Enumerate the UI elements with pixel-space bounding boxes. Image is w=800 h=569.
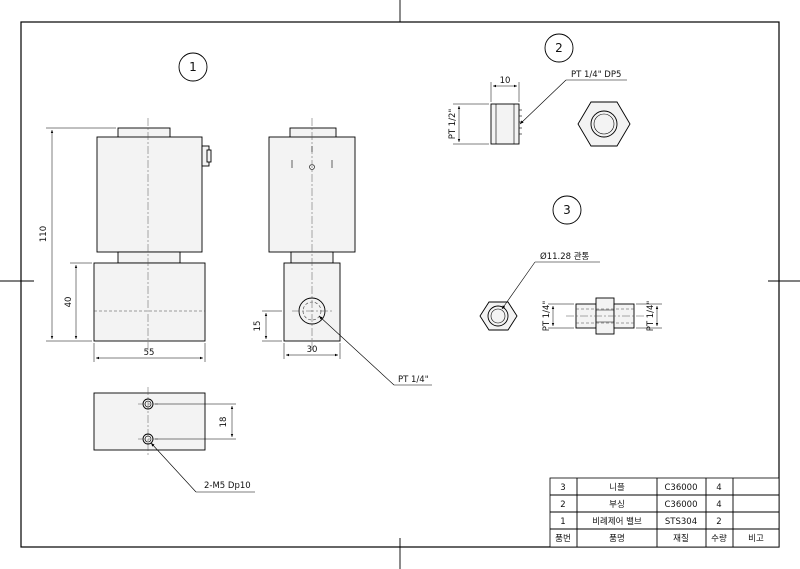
dim-width-body: 55 xyxy=(144,348,155,358)
balloon-3-label: 3 xyxy=(563,203,571,217)
dim-base-spacing: 18 xyxy=(219,417,229,428)
cell-part-name: 니플 xyxy=(609,482,625,493)
valve-base-view: 18 2-M5 Dp10 xyxy=(93,387,255,493)
cell-material: C36000 xyxy=(665,483,698,493)
dim-side-width: 30 xyxy=(307,345,318,355)
dim-height-total: 110 xyxy=(39,226,49,242)
balloon-2-label: 2 xyxy=(555,41,563,55)
cell-part-no: 1 xyxy=(560,517,565,527)
table-row: 1 비례제어 밸브 STS304 2 xyxy=(560,516,721,527)
dim-nipple-length: 10 xyxy=(500,76,511,86)
balloon-1-label: 1 xyxy=(189,60,197,74)
callout-pipe-dia: Ø11.28 관통 xyxy=(540,251,590,262)
table-row: 3 니플 C36000 4 xyxy=(560,482,721,493)
cell-part-name: 부싱 xyxy=(609,499,625,510)
cell-material: STS304 xyxy=(665,517,697,527)
dim-port-height: 15 xyxy=(253,321,263,332)
parts-list-table: 3 니플 C36000 4 2 부싱 C36000 4 1 비례제어 밸브 ST… xyxy=(549,477,780,548)
callout-port-thread: PT 1/4" xyxy=(398,375,429,385)
dim-pipe-right-thread: PT 1/4" xyxy=(646,301,656,332)
nipple-view: 2 10 PT 1/2" PT 1/4" DP5 xyxy=(448,33,631,147)
cell-material: C36000 xyxy=(665,500,698,510)
header-remarks: 비고 xyxy=(748,534,764,544)
callout-nipple-depth: PT 1/4" DP5 xyxy=(571,70,621,80)
header-quantity: 수량 xyxy=(711,533,727,544)
dim-pipe-left-thread: PT 1/4" xyxy=(542,301,552,332)
table-header-row: 품번 품명 재질 수량 비고 xyxy=(555,533,764,544)
cell-part-no: 3 xyxy=(560,483,565,493)
cell-quantity: 2 xyxy=(716,517,721,527)
cell-part-name: 비례제어 밸브 xyxy=(592,516,642,527)
header-material: 재질 xyxy=(673,533,689,544)
valve-side-view: 15 30 PT 1/4" xyxy=(253,118,432,386)
table-row: 2 부싱 C36000 4 xyxy=(560,499,721,510)
cell-quantity: 4 xyxy=(716,500,721,510)
header-part-name: 품명 xyxy=(609,533,625,544)
dim-height-body: 40 xyxy=(64,297,74,308)
dim-nipple-thread: PT 1/2" xyxy=(448,109,458,140)
cell-quantity: 4 xyxy=(716,483,721,493)
cell-part-no: 2 xyxy=(560,500,565,510)
bushing-view: 3 Ø11.28 관통 PT 1/4" PT 1/4" xyxy=(479,195,662,335)
header-part-no: 품번 xyxy=(555,534,571,544)
valve-front-view: 1 110 40 55 xyxy=(39,52,212,362)
callout-mount-holes: 2-M5 Dp10 xyxy=(204,481,251,491)
